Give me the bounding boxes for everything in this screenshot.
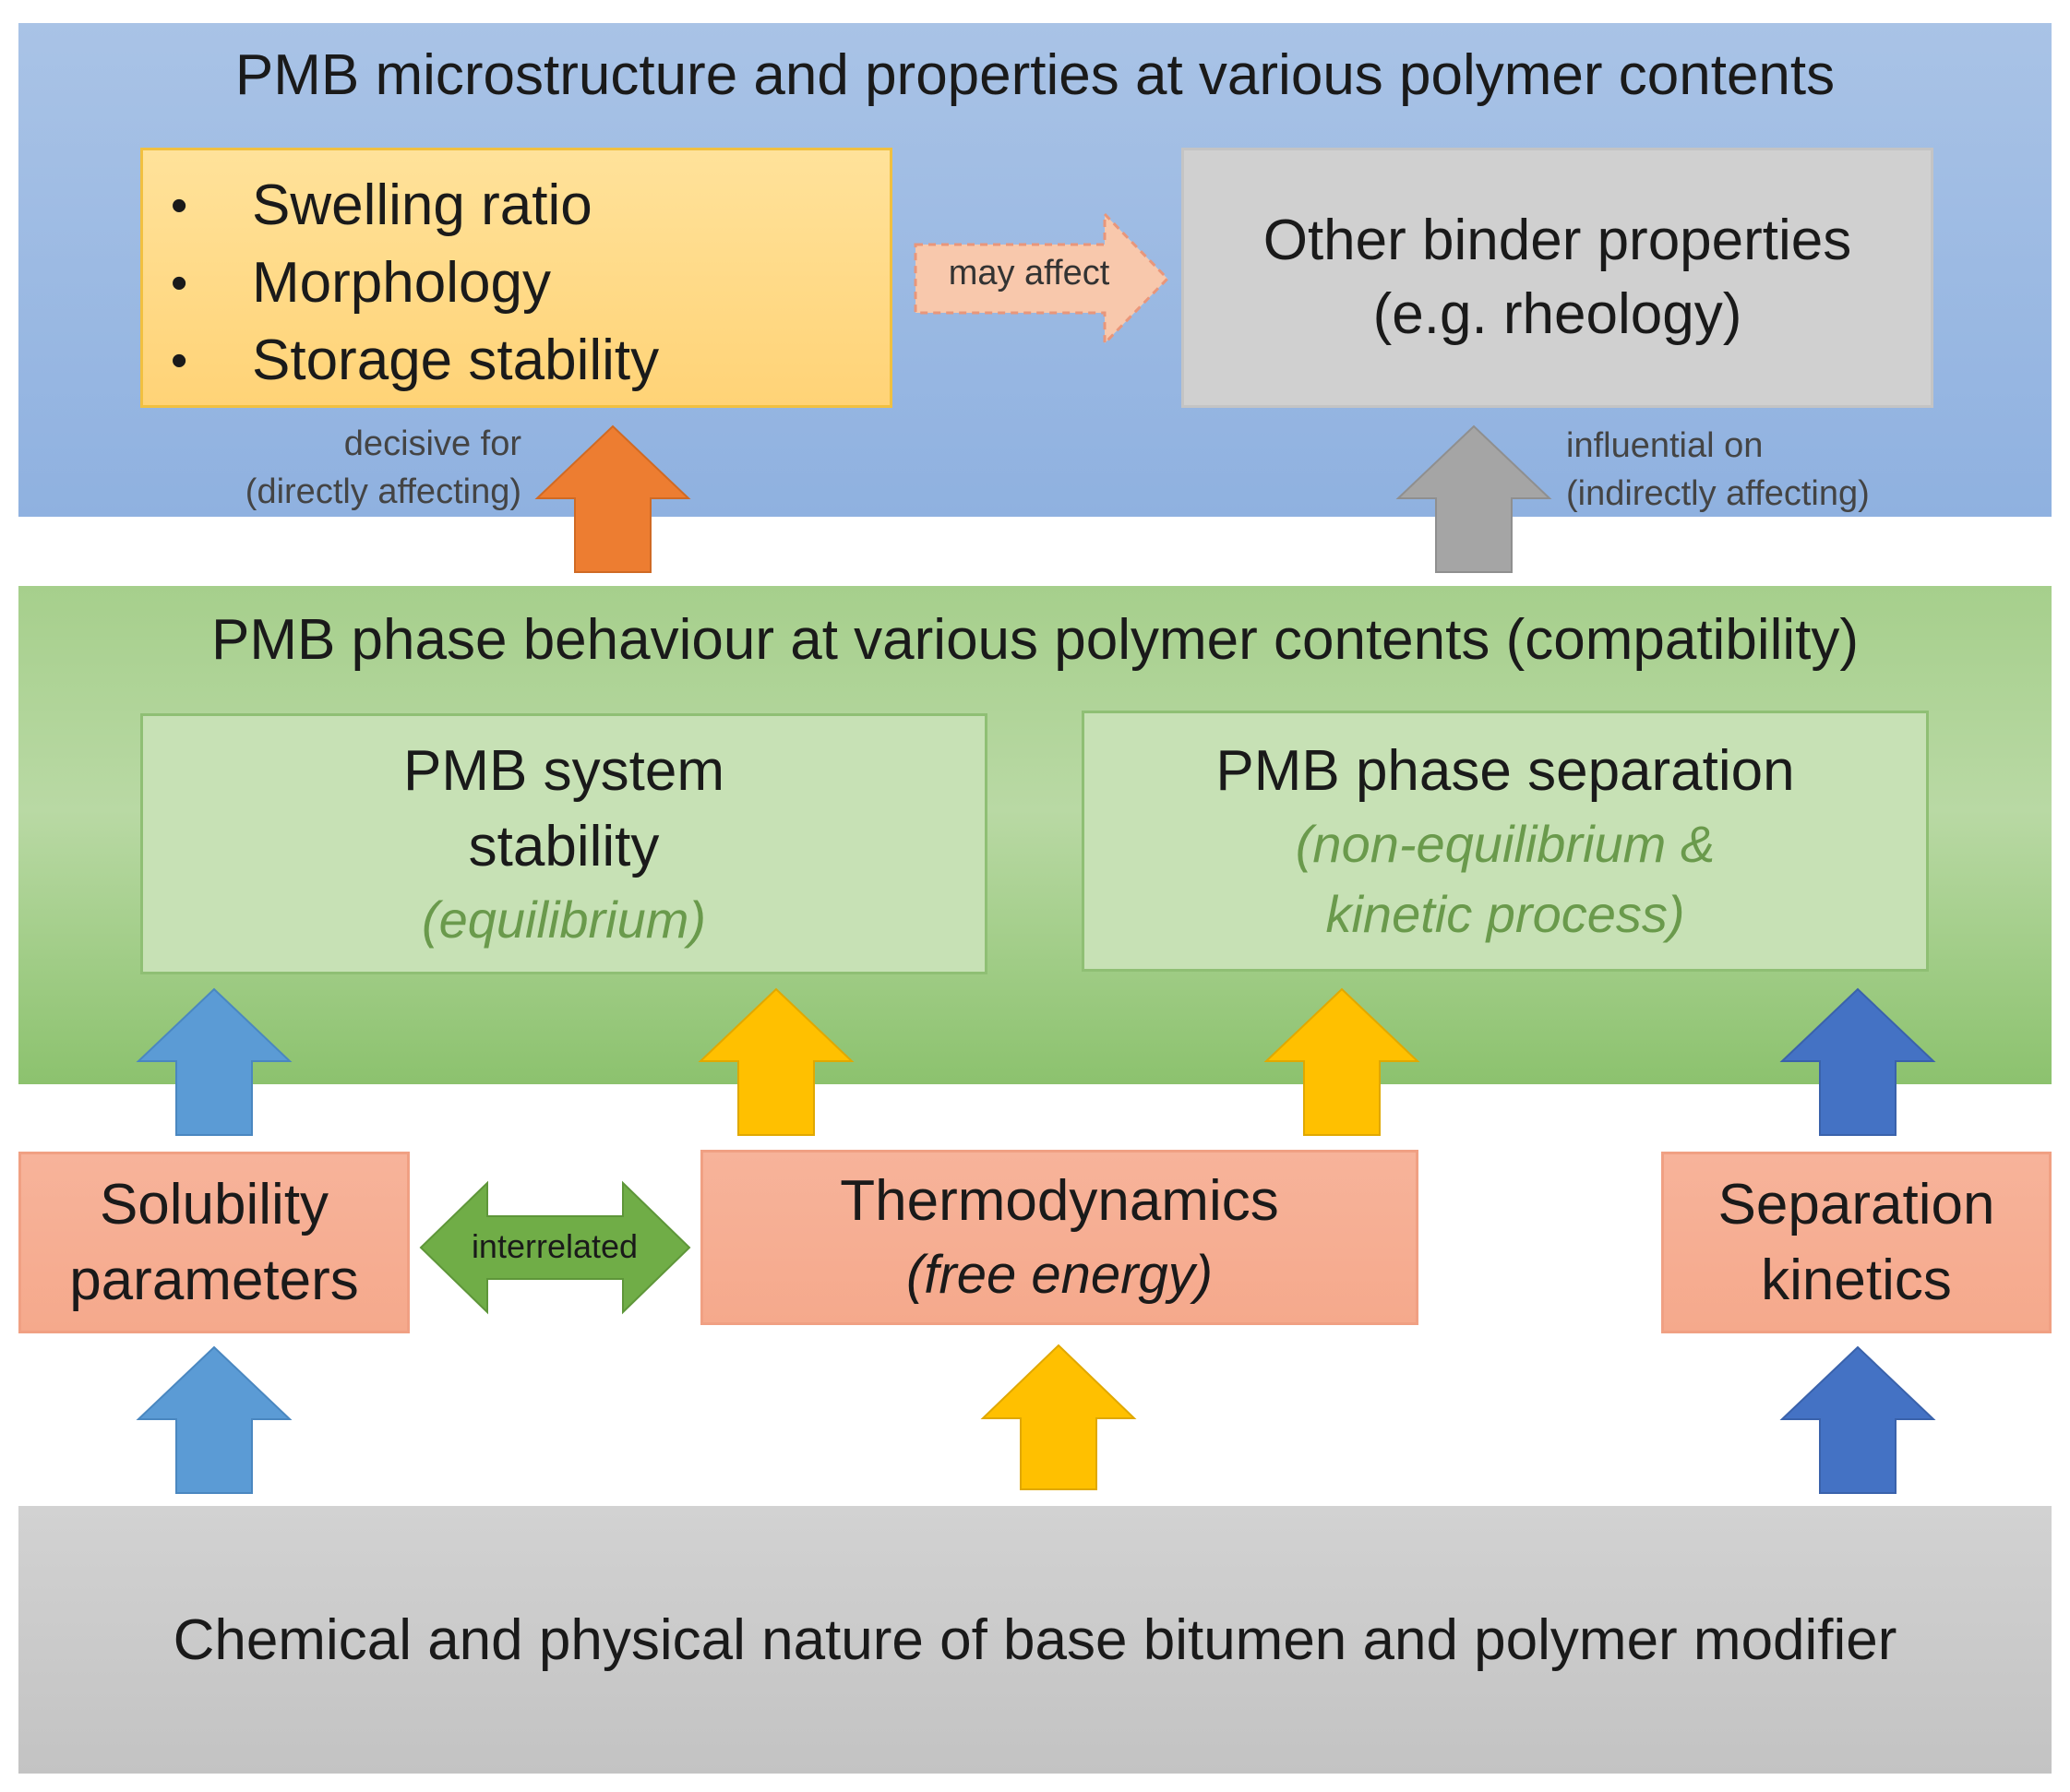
separation-box-title: PMB phase separation — [1215, 738, 1795, 803]
list-item-storage-stability: Storage stability — [171, 322, 890, 400]
properties-box: Swelling ratio Morphology Storage stabil… — [140, 148, 892, 408]
up-arrow-solubility-lower — [136, 1345, 293, 1494]
kinetics-line1: Separation — [1717, 1172, 1995, 1236]
bottom-band-title: Chemical and physical nature of base bit… — [173, 1607, 1897, 1672]
up-arrow-kinetics-lower — [1779, 1345, 1936, 1494]
kinetics-line2: kinetics — [1761, 1248, 1952, 1312]
top-band-title: PMB microstructure and properties at var… — [234, 43, 1836, 107]
bottom-band: Chemical and physical nature of base bit… — [18, 1506, 2052, 1774]
influential-label-line2: (indirectly affecting) — [1566, 474, 1870, 513]
other-box-subtitle: (e.g. rheology) — [1372, 282, 1742, 346]
decisive-label: decisive for (directly affecting) — [212, 420, 521, 516]
stability-box-line1: PMB system — [403, 738, 724, 803]
middle-band-title: PMB phase behaviour at various polymer c… — [210, 608, 1860, 672]
thermodynamics-title: Thermodynamics — [840, 1169, 1279, 1233]
thermodynamics-box: Thermodynamics (free energy) — [700, 1150, 1418, 1325]
stability-box-line2: stability — [468, 814, 660, 878]
decisive-label-line2: (directly affecting) — [245, 472, 521, 511]
thermodynamics-subtitle: (free energy) — [905, 1245, 1214, 1305]
phase-separation-box: PMB phase separation (non-equilibrium & … — [1082, 711, 1929, 972]
may-affect-label: may affect — [948, 254, 1110, 293]
solubility-line1: Solubility — [99, 1172, 329, 1236]
list-item-morphology: Morphology — [171, 245, 890, 322]
separation-box-subtitle-1: (non-equilibrium & — [1295, 814, 1716, 873]
system-stability-box: PMB system stability (equilibrium) — [140, 713, 987, 974]
separation-box-subtitle-2: kinetic process) — [1325, 884, 1685, 943]
solubility-line2: parameters — [69, 1248, 359, 1312]
stability-box-subtitle: (equilibrium) — [421, 890, 707, 949]
other-box-title: Other binder properties — [1262, 209, 1852, 272]
list-item-swelling-ratio: Swelling ratio — [171, 167, 890, 245]
properties-list: Swelling ratio Morphology Storage stabil… — [171, 167, 890, 400]
solubility-parameters-box: Solubility parameters — [18, 1152, 410, 1333]
decisive-label-line1: decisive for — [343, 424, 521, 463]
influential-label: influential on (indirectly affecting) — [1566, 422, 1935, 518]
up-arrow-thermodynamics-lower — [980, 1344, 1137, 1490]
influential-label-line1: influential on — [1566, 426, 1764, 465]
interrelated-label: interrelated — [471, 1227, 639, 1265]
other-binder-properties-box: Other binder properties (e.g. rheology) — [1181, 148, 1933, 408]
separation-kinetics-box: Separation kinetics — [1661, 1152, 2052, 1333]
